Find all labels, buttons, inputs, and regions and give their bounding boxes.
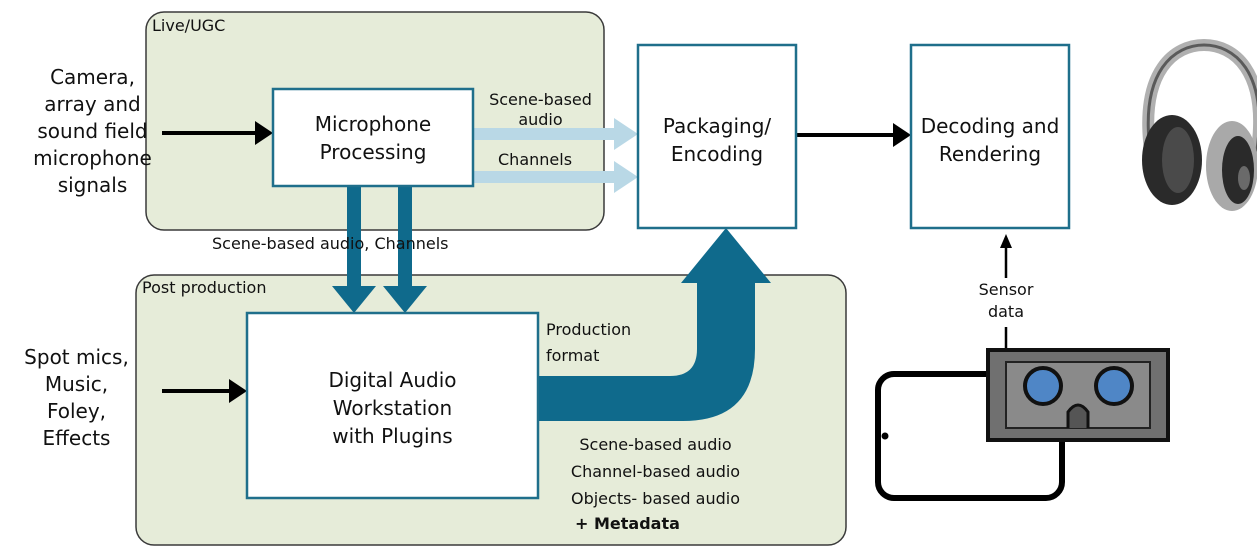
headphones-icon <box>1142 38 1257 211</box>
sensor-data-label: Sensor data <box>978 280 1034 321</box>
packaging-encoding-box <box>636 43 798 230</box>
microphone-processing-label: Microphone Processing <box>314 112 432 164</box>
microphone-processing-box <box>271 87 475 188</box>
packaging-to-decoding-arrow <box>796 123 911 147</box>
production-format-arrow <box>538 228 771 421</box>
post-production-title: Post production <box>142 278 267 297</box>
metadata-label: + Metadata <box>575 514 680 533</box>
sources-input-arrow <box>162 379 247 403</box>
scene-based-audio-label: Scene-based audio <box>489 90 592 129</box>
production-format-label: Production format <box>546 320 632 365</box>
scene-audio-channels-label: Scene-based audio, Channels <box>212 234 449 253</box>
channels-down-arrow <box>383 186 427 313</box>
packaging-encoding-label: Packaging/ Encoding <box>662 114 772 166</box>
decoding-rendering-label: Decoding and Rendering <box>920 114 1060 166</box>
sources-label: Spot mics, Music, Foley, Effects <box>24 345 129 450</box>
channels-arrow <box>473 161 638 193</box>
daw-box <box>245 311 540 500</box>
vr-viewer-icon <box>986 348 1170 442</box>
mic-signals-label: Camera, array and sound field microphone… <box>33 65 152 197</box>
decoding-rendering-box <box>909 43 1071 230</box>
scene-audio-down-arrow <box>332 186 376 313</box>
live-ugc-title: Live/UGC <box>152 16 226 35</box>
mic-input-arrow <box>162 121 273 145</box>
sensor-data-arrow <box>1000 234 1012 350</box>
scene-based-audio-arrow <box>473 118 638 150</box>
output-formats-label: Scene-based audio Channel-based audio Ob… <box>570 435 741 508</box>
daw-label: Digital Audio Workstation with Plugins <box>328 368 457 448</box>
channels-label: Channels <box>498 150 573 169</box>
